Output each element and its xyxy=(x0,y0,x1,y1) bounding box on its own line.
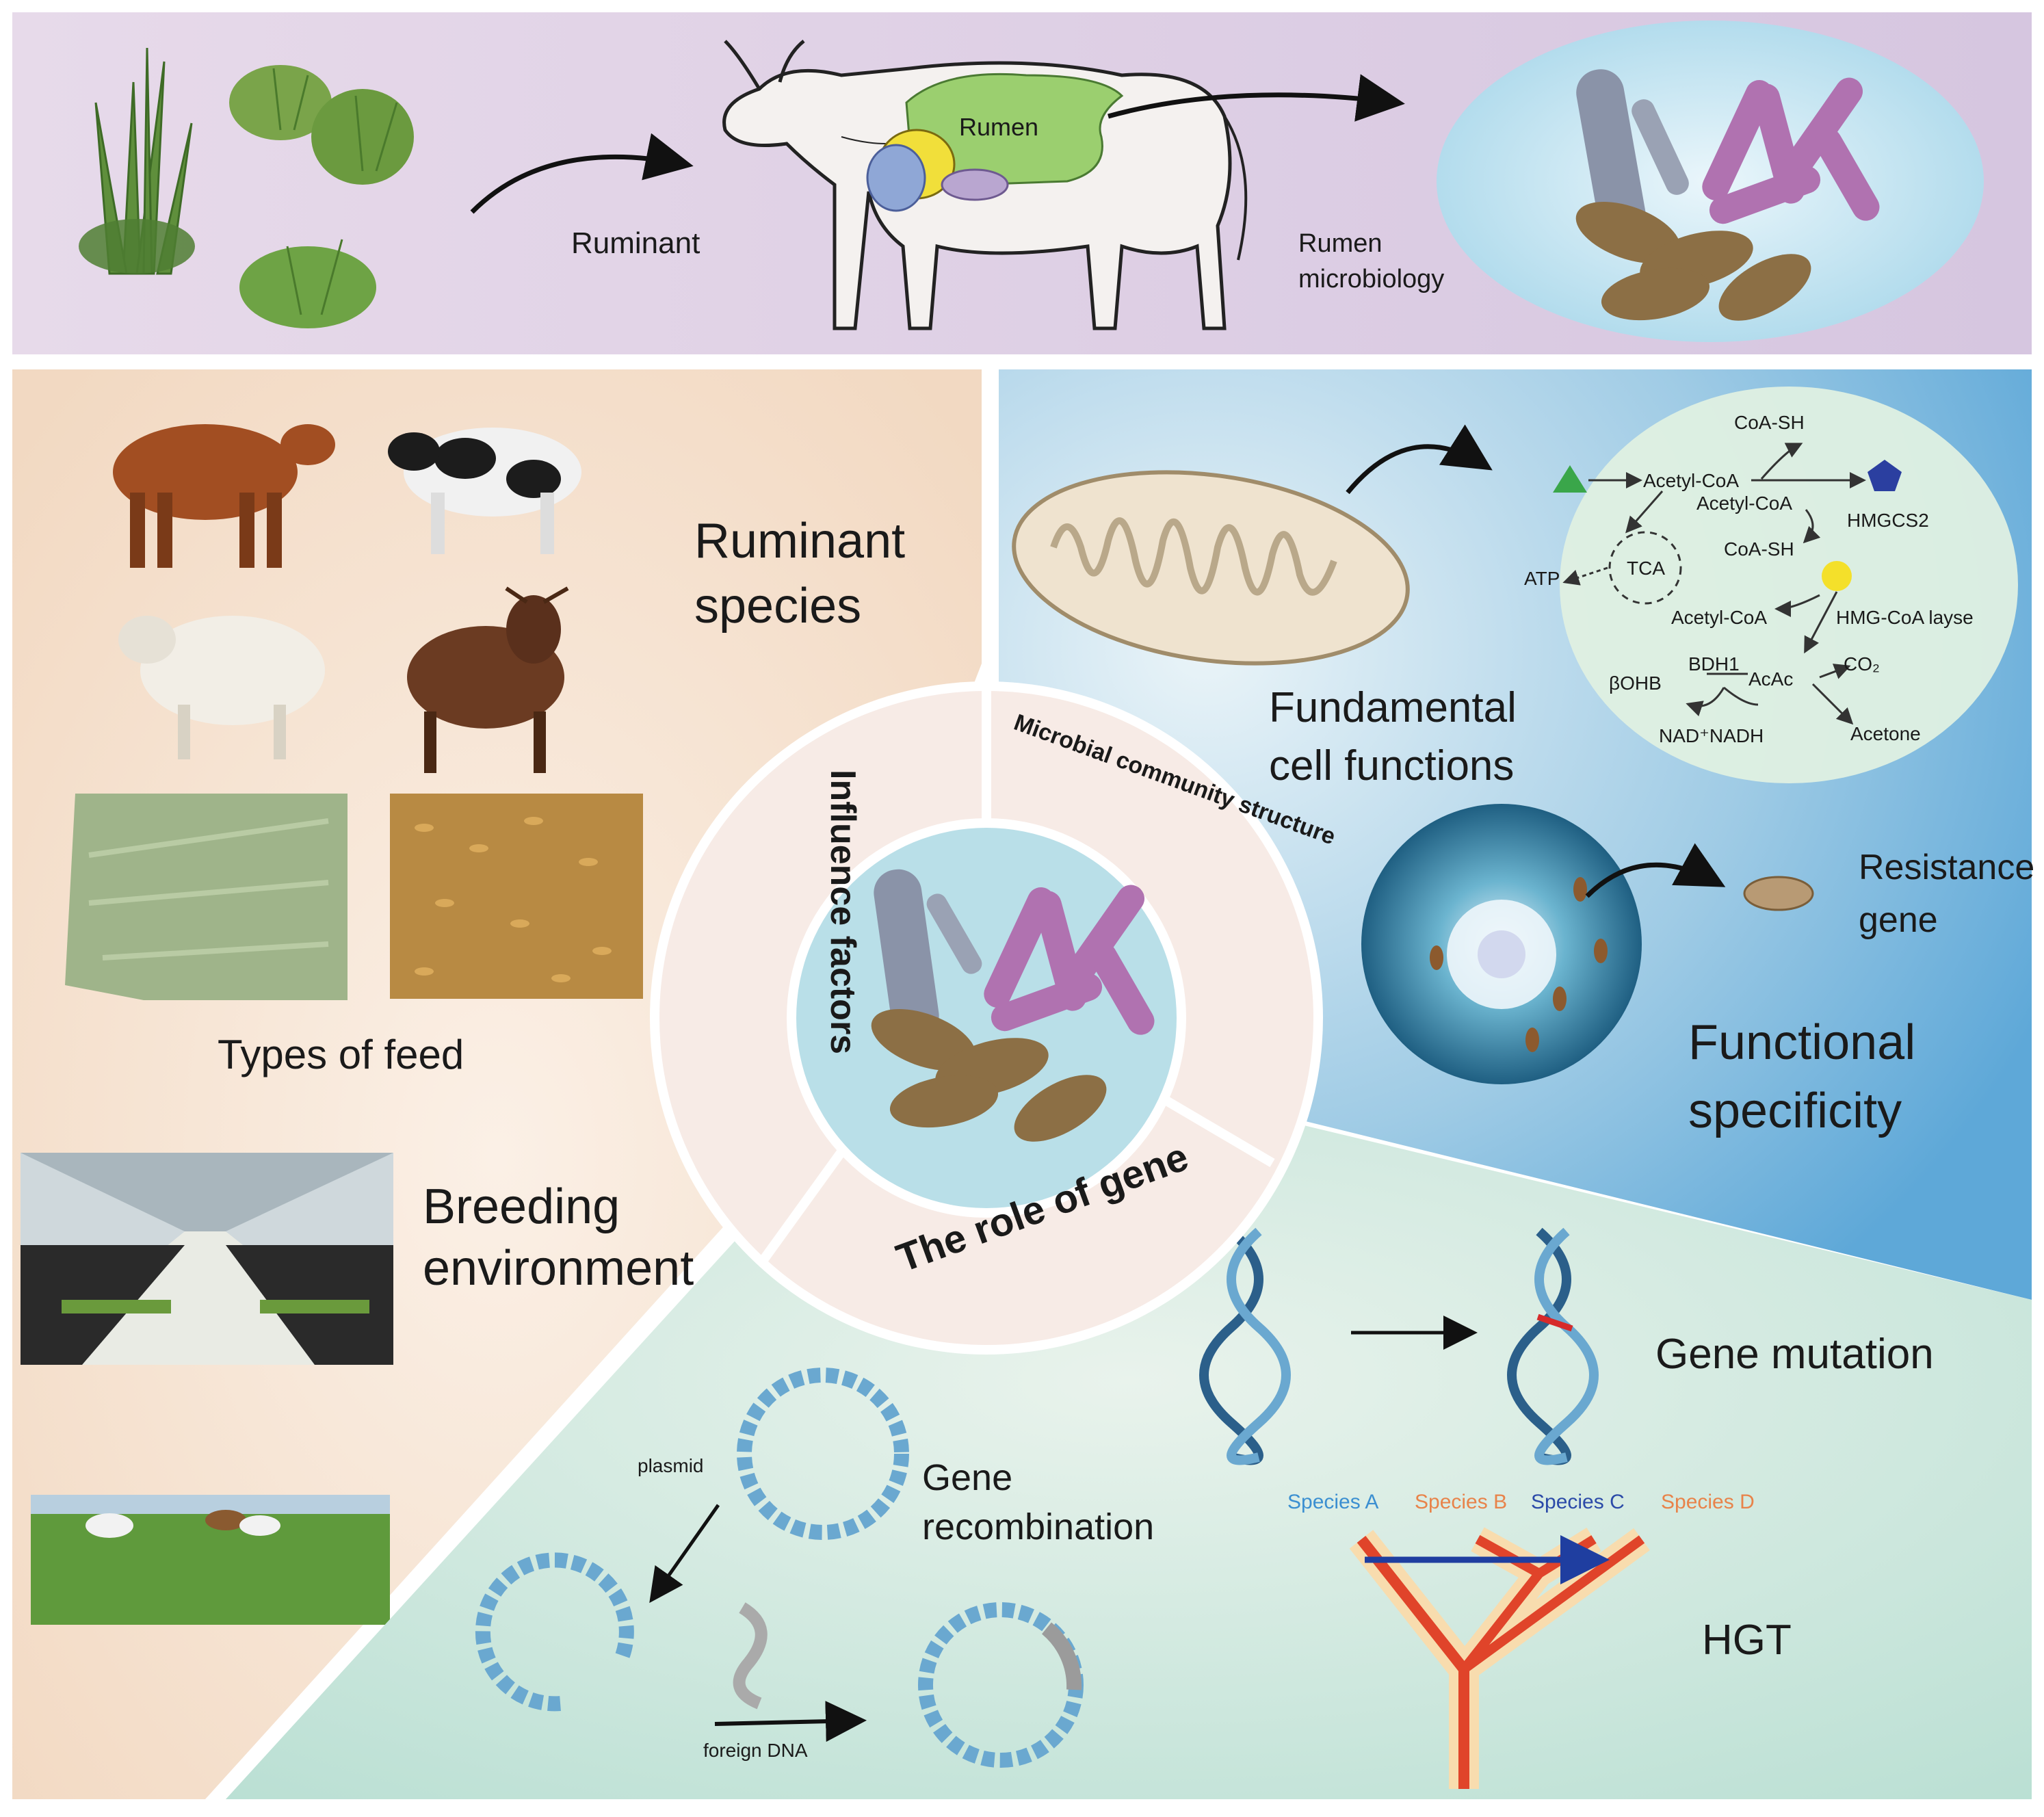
cell-illustration xyxy=(1361,804,1642,1084)
microbiology-line2: microbiology xyxy=(1298,265,1444,293)
cow-holstein-image xyxy=(388,428,581,554)
bottom-panel xyxy=(226,1101,2032,1799)
goat-image xyxy=(407,586,569,773)
species-d-label: Species D xyxy=(1661,1491,1755,1513)
specificity-line1: Functional xyxy=(1688,1015,1915,1070)
plasmid-label: plasmid xyxy=(638,1455,703,1476)
recombination-line1: Gene xyxy=(922,1457,1012,1498)
cell-functions-line2: cell functions xyxy=(1269,742,1514,789)
arrow-insert-dna xyxy=(714,1701,867,1742)
coa-sh-top: CoA-SH xyxy=(1734,412,1805,433)
rumen-organs xyxy=(866,73,1124,212)
barn-image xyxy=(21,1153,393,1365)
acetyl-coa-2: Acetyl-CoA xyxy=(1696,493,1792,514)
mutation-label: Gene mutation xyxy=(1655,1331,1934,1378)
pathway-ellipse xyxy=(1560,387,2018,783)
foreign-dna-icon xyxy=(733,1602,768,1710)
cow-brown-image xyxy=(113,424,335,568)
foreign-dna-label: foreign DNA xyxy=(703,1740,808,1761)
pasture-image xyxy=(31,1495,390,1625)
arrow-rumen-to-microbiology xyxy=(1108,74,1405,122)
coa-sh-mid: CoA-SH xyxy=(1724,538,1794,560)
species-line1: Ruminant xyxy=(694,514,905,568)
pentagon-marker-icon xyxy=(1868,460,1902,491)
arrow-plasmid-open xyxy=(649,1504,720,1604)
cell-functions-line1: Fundamental xyxy=(1269,684,1517,731)
resistance-line1: Resistance xyxy=(1859,848,2034,887)
opened-plasmid-icon xyxy=(475,1552,634,1712)
arrow-mito-to-pathway xyxy=(1346,424,1493,495)
rumen-label: Rumen xyxy=(959,113,1038,141)
species-c-label: Species C xyxy=(1531,1491,1625,1513)
bohb-label: βOHB xyxy=(1609,672,1662,694)
grass-illustration xyxy=(79,47,414,328)
feed-label: Types of feed xyxy=(218,1032,464,1077)
microbes-top xyxy=(1575,69,1880,321)
dna-helix-mutated xyxy=(1507,1227,1599,1465)
left-panel xyxy=(12,369,982,1799)
mitochondrion xyxy=(1012,470,1410,666)
dna-helix-original xyxy=(1199,1227,1291,1465)
ruminant-label: Ruminant xyxy=(571,226,700,260)
species-a-label: Species A xyxy=(1287,1491,1378,1513)
acac-label: AcAc xyxy=(1748,668,1793,690)
recombination-line2: recombination xyxy=(922,1506,1154,1547)
species-line2: species xyxy=(694,579,861,633)
hmg-coa-circle-icon xyxy=(1822,561,1852,591)
influence-factors-label: Influence factors xyxy=(823,770,863,1054)
hmg-coa-lyase-label: HMG-CoA layse xyxy=(1836,607,1974,628)
acetone-label: Acetone xyxy=(1850,723,1921,744)
arrow-cell-to-gene xyxy=(1585,843,1726,898)
acetyl-coa-3: Acetyl-CoA xyxy=(1671,607,1767,628)
environment-line2: environment xyxy=(423,1241,694,1296)
triangle-marker-icon xyxy=(1553,465,1587,493)
plasmid-icon xyxy=(737,1368,909,1540)
nad-nadh-label: NAD⁺NADH xyxy=(1659,725,1764,746)
arrow-grass-to-cow xyxy=(470,133,694,214)
specificity-line2: specificity xyxy=(1688,1084,1902,1138)
bdh1-label: BDH1 xyxy=(1688,653,1740,675)
microbiology-line1: Rumen xyxy=(1298,229,1383,258)
species-b-label: Species B xyxy=(1415,1491,1507,1513)
hmgcs2-label: HMGCS2 xyxy=(1847,510,1929,531)
hgt-label: HGT xyxy=(1702,1617,1792,1664)
atp-label: ATP xyxy=(1524,568,1560,589)
ring-divider-right xyxy=(1153,1090,1275,1168)
resistance-line2: gene xyxy=(1859,900,1938,940)
acetyl-coa-1: Acetyl-CoA xyxy=(1643,470,1739,491)
resistance-gene-icon xyxy=(1743,876,1814,911)
environment-line1: Breeding xyxy=(423,1179,620,1234)
ketone-pathway xyxy=(1553,443,1902,725)
hgt-tree xyxy=(1349,1527,1650,1789)
co2-label: CO₂ xyxy=(1844,653,1880,675)
sheep-image xyxy=(118,616,325,759)
tca-label: TCA xyxy=(1627,558,1665,579)
ring-divider-left xyxy=(755,1139,852,1269)
microbes-center xyxy=(871,869,1155,1142)
